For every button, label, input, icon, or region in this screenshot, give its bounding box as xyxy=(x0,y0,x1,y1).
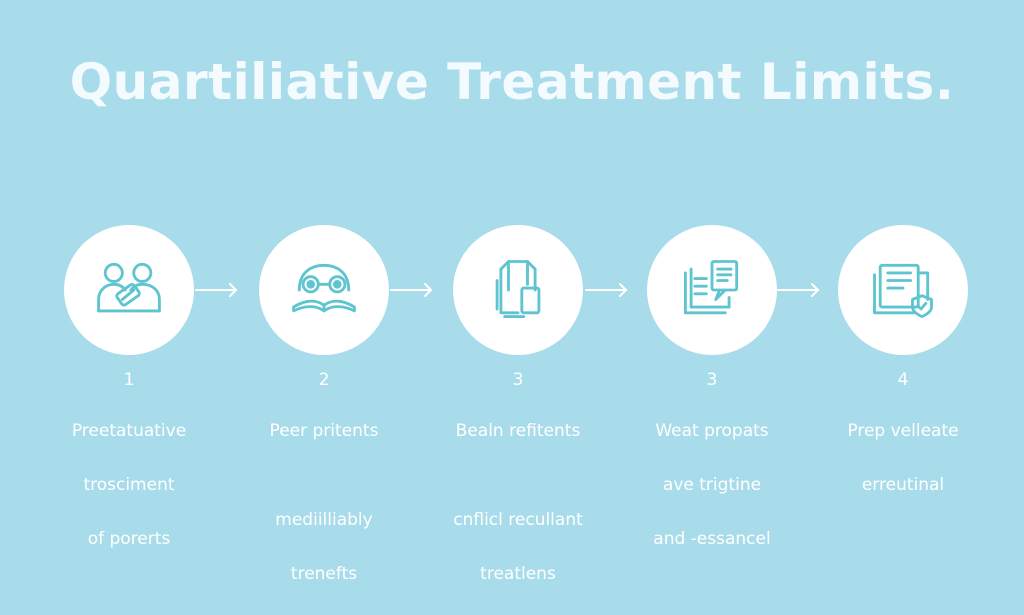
reading-face-icon xyxy=(292,263,356,313)
step-4-description: Weat propats ave trigtine and ‑essancel xyxy=(653,421,771,549)
arrow-1-2 xyxy=(194,280,240,300)
arrow-3-4 xyxy=(584,280,630,300)
step-2-circle xyxy=(259,225,389,355)
step-4-number: 3 xyxy=(706,370,718,390)
step-2-number: 2 xyxy=(318,370,330,390)
arrow-4-5 xyxy=(776,280,822,300)
folder-shield-icon xyxy=(873,263,933,319)
page-title: Quartiliative Treatment Limits. xyxy=(69,53,955,111)
step-5-description: Prep velleate erreutinal xyxy=(847,421,959,495)
documents-icon xyxy=(683,260,739,315)
step-2: 2 Peer pritents mediilliably trenefts xyxy=(234,225,414,615)
step-3: 3 Bealn refitents cnflicl recullant trea… xyxy=(428,225,608,615)
step-1-number: 1 xyxy=(123,370,135,390)
step-4: 3 Weat propats ave trigtine and ‑essance… xyxy=(622,225,802,580)
step-3-circle xyxy=(453,225,583,355)
step-1: 1 Preetatuative trosciment of porerts xyxy=(39,225,219,580)
step-3-description: Bealn refitents cnflicl recullant treatl… xyxy=(453,421,583,584)
arrow-2-3 xyxy=(389,280,435,300)
step-2-description: Peer pritents mediilliably trenefts xyxy=(269,421,379,584)
step-1-circle xyxy=(64,225,194,355)
step-1-description: Preetatuative trosciment of porerts xyxy=(71,421,187,549)
step-4-circle xyxy=(647,225,777,355)
step-5-number: 4 xyxy=(897,370,909,390)
tablet-device-icon xyxy=(495,260,541,319)
step-5: 4 Prep velleate erreutinal xyxy=(813,225,993,526)
two-people-icon xyxy=(97,262,161,313)
step-5-circle xyxy=(838,225,968,355)
step-3-number: 3 xyxy=(512,370,524,390)
